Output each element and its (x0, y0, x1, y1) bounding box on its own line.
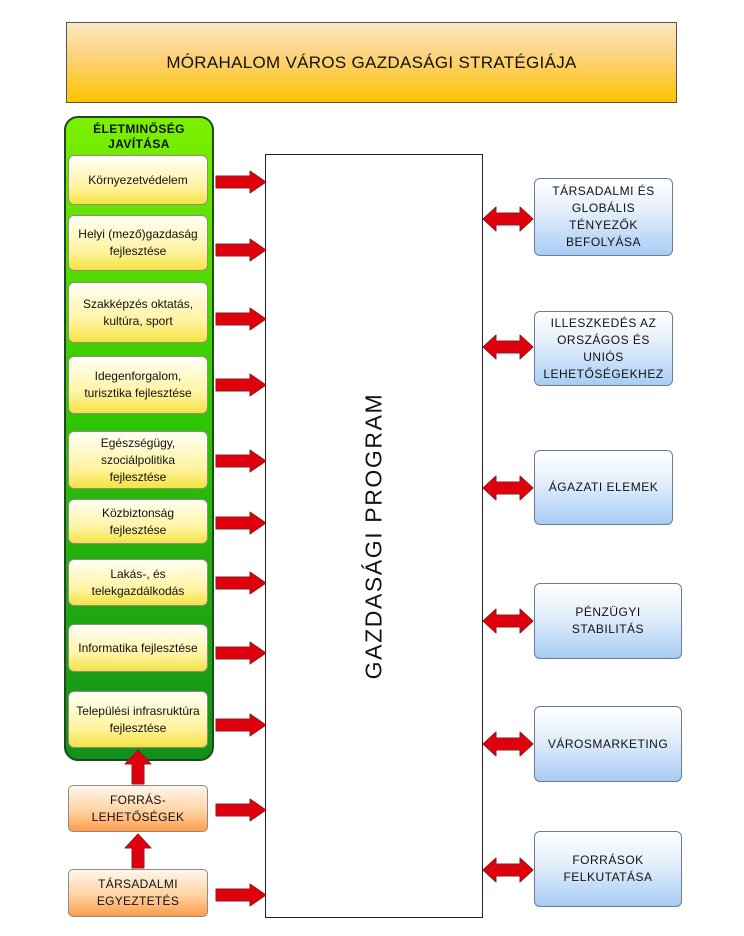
double-arrow-icon (482, 206, 534, 232)
arrow-up-icon (124, 749, 152, 785)
arrow-right-icon (215, 238, 267, 262)
factor-national-eu-fit: ILLESZKEDÉS AZ ORSZÁGOS ÉS UNIÓS LEHETŐS… (534, 311, 673, 386)
diagram-title: MÓRAHALOM VÁROS GAZDASÁGI STRATÉGIÁJA (66, 22, 677, 103)
item-local-agriculture: Helyi (mező)gazdaság fejlesztése (68, 215, 208, 271)
item-education-culture: Szakképzés oktatás, kultúra, sport (68, 282, 208, 343)
factor-city-marketing: VÁROSMARKETING (534, 706, 682, 782)
item-health-social: Egészségügy, szociálpolitika fejlesztése (68, 431, 208, 489)
social-consultation-box: TÁRSADALMI EGYEZTETÉS (68, 869, 208, 917)
arrow-right-icon (215, 713, 267, 737)
arrow-right-icon (215, 511, 267, 535)
factor-financial-stability: PÉNZÜGYI STABILITÁS (534, 583, 682, 659)
item-informatics: Informatika fejlesztése (68, 624, 208, 672)
arrow-right-icon (215, 641, 267, 665)
arrow-right-icon (215, 798, 267, 822)
arrow-right-icon (215, 449, 267, 473)
factor-sector-elements: ÁGAZATI ELEMEK (534, 450, 673, 525)
double-arrow-icon (482, 608, 534, 634)
arrow-right-icon (215, 170, 267, 194)
item-infrastructure: Települési infrasruktúra fejlesztése (68, 691, 208, 748)
item-tourism: Idegenforgalom, turisztika fejlesztése (68, 356, 208, 414)
double-arrow-icon (482, 475, 534, 501)
arrow-right-icon (215, 307, 267, 331)
economic-program-box (265, 154, 483, 918)
item-public-safety: Közbiztonság fejlesztése (68, 499, 208, 544)
double-arrow-icon (482, 731, 534, 757)
factor-source-search: FORRÁSOK FELKUTATÁSA (534, 831, 682, 907)
factor-social-global: TÁRSADALMI ÉS GLOBÁLIS TÉNYEZŐK BEFOLYÁS… (534, 178, 673, 256)
arrow-right-icon (215, 883, 267, 907)
economic-program-label: GAZDASÁGI PROGRAM (360, 392, 387, 680)
double-arrow-icon (482, 857, 534, 883)
item-housing-land: Lakás-, és telekgazdálkodás (68, 559, 208, 606)
title-text: MÓRAHALOM VÁROS GAZDASÁGI STRATÉGIÁJA (166, 52, 577, 72)
double-arrow-icon (482, 334, 534, 360)
item-environment: Környezetvédelem (68, 155, 208, 205)
arrow-right-icon (215, 373, 267, 397)
arrow-up-icon (124, 833, 152, 869)
arrow-right-icon (215, 571, 267, 595)
life-quality-panel-title: ÉLETMINŐSÉG JAVÍTÁSA (93, 122, 185, 151)
source-opportunities-box: FORRÁS-LEHETŐSÉGEK (68, 785, 208, 832)
